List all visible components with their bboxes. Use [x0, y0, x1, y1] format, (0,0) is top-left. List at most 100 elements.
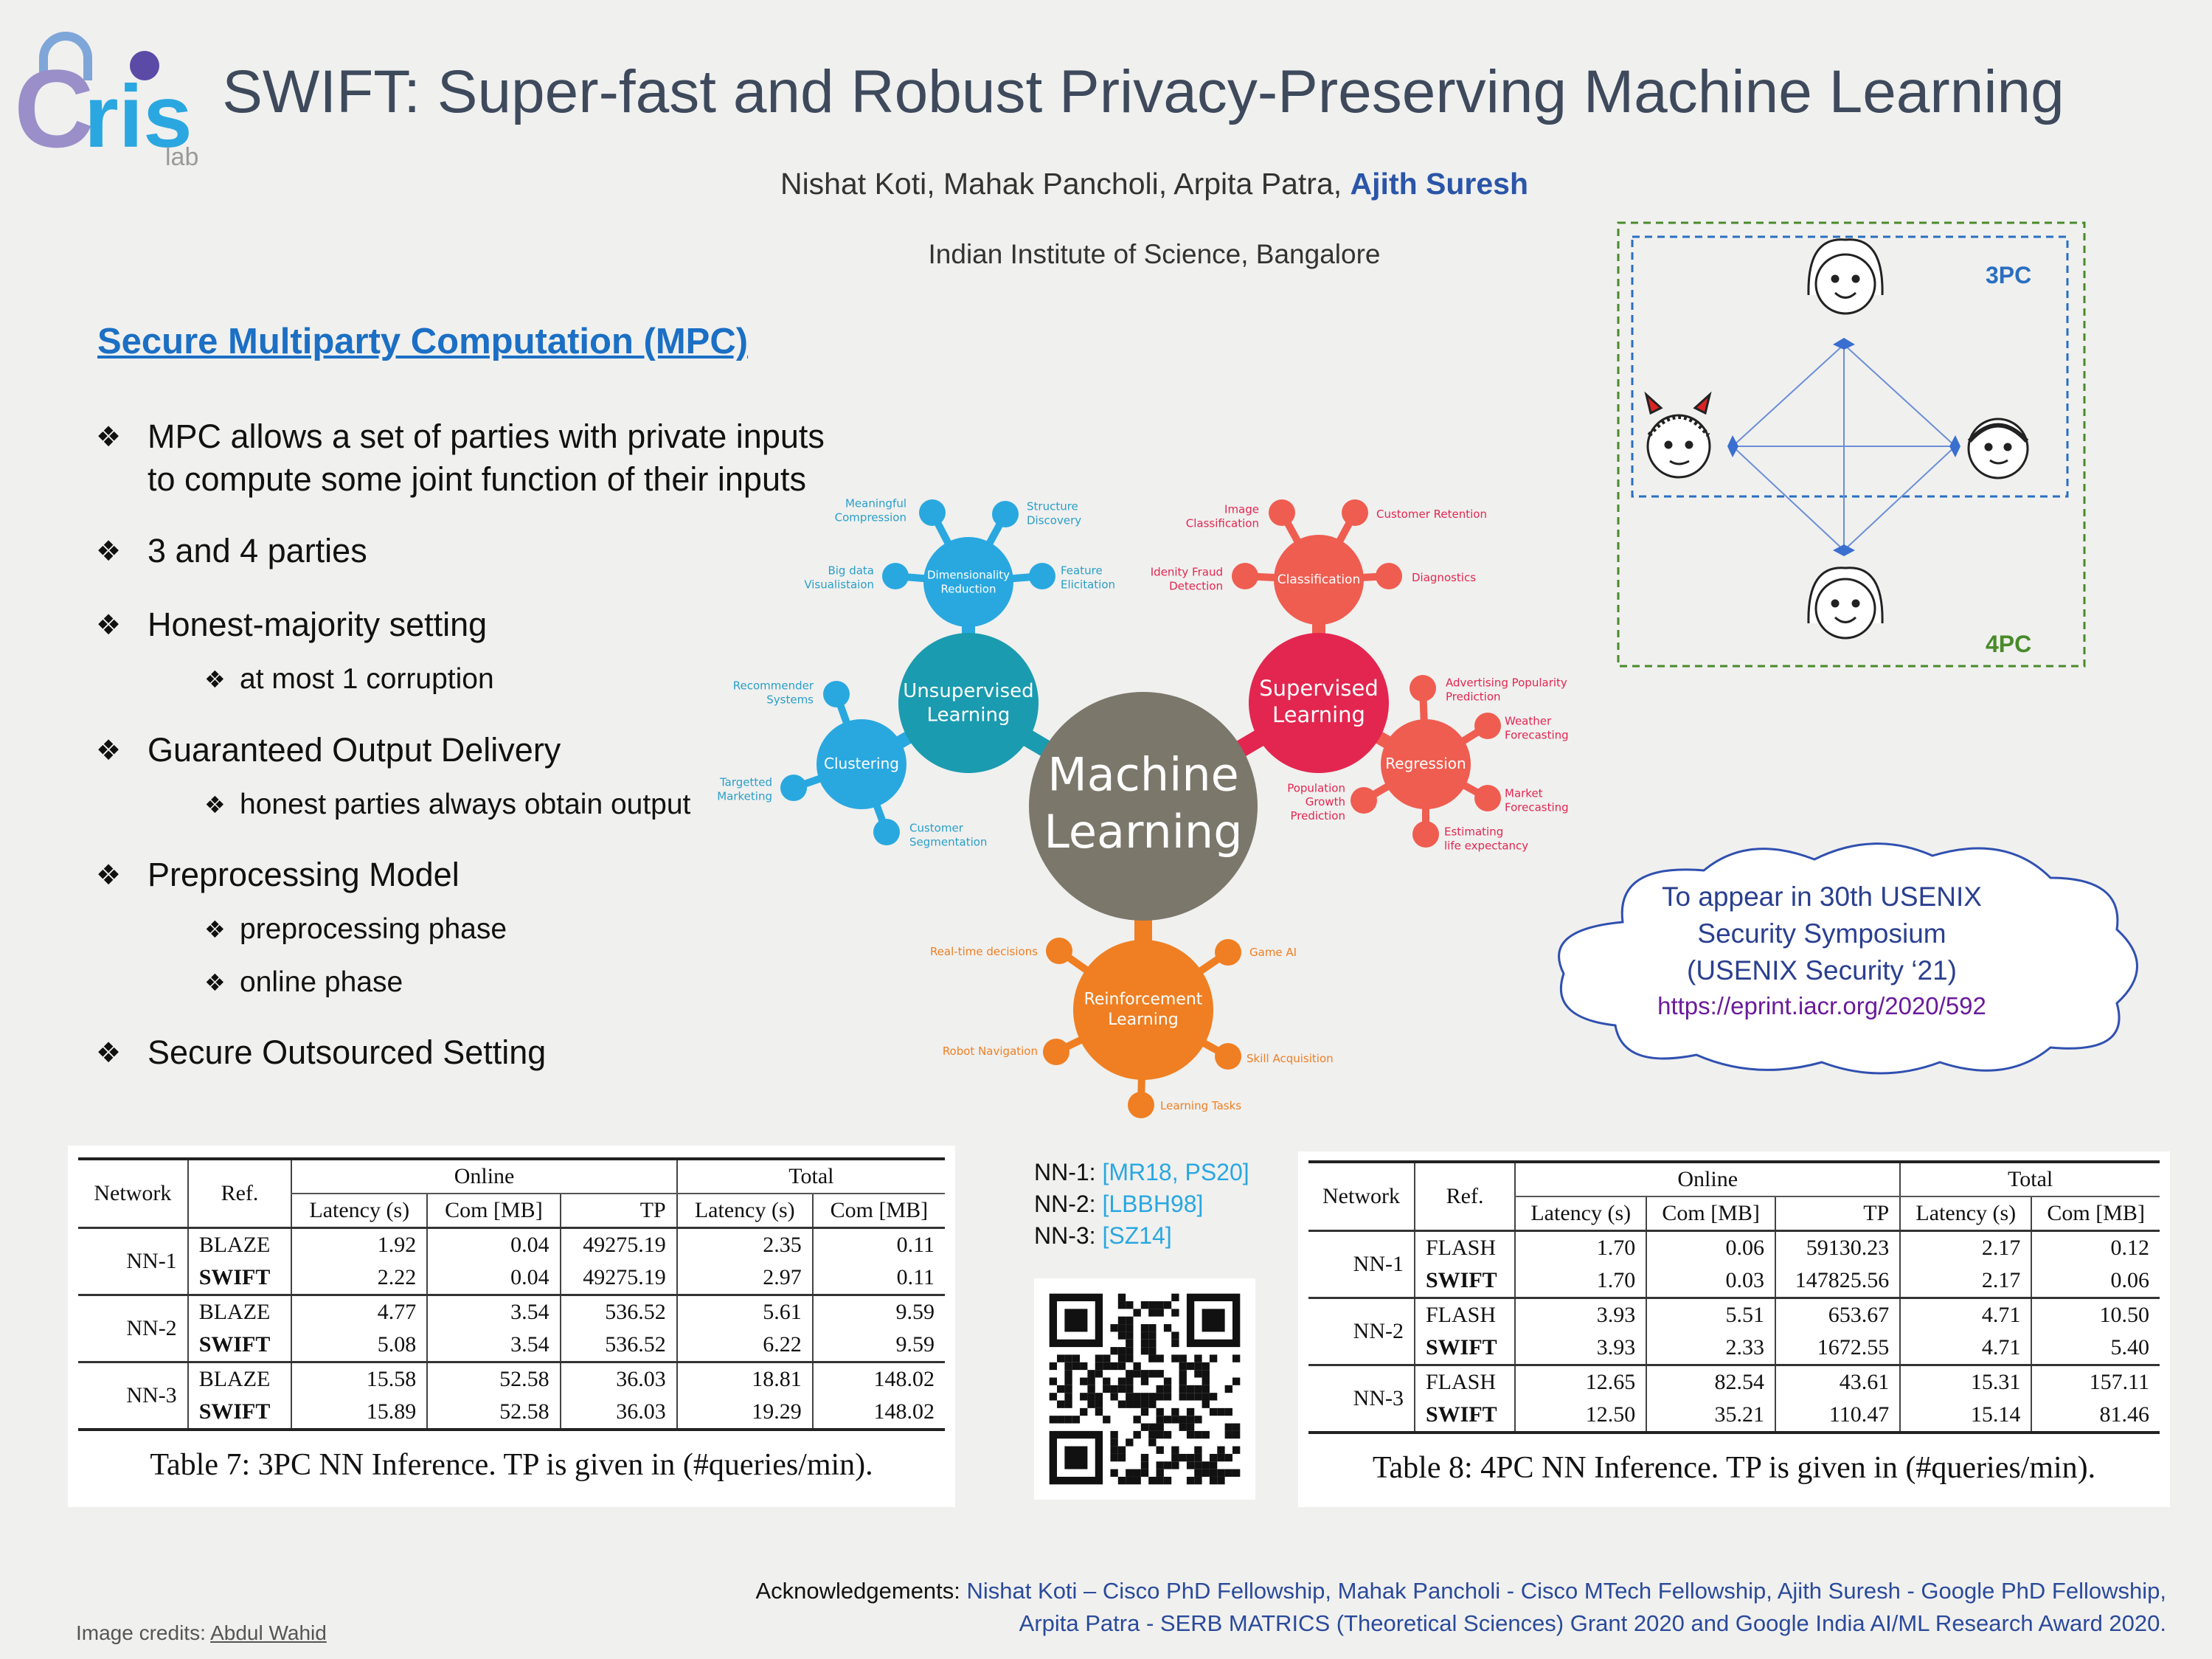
leaf-node: [873, 819, 900, 845]
value-cell: 0.06: [2031, 1264, 2160, 1298]
value-cell: 147825.56: [1774, 1264, 1901, 1298]
diamond-bullet-icon: ❖: [204, 665, 226, 693]
value-cell: 1672.55: [1774, 1331, 1901, 1365]
value-cell: 1.70: [1514, 1230, 1647, 1264]
value-cell: 49275.19: [559, 1227, 677, 1261]
bullet-preprocessing: ❖Preprocessing Model: [96, 853, 460, 896]
qr-code[interactable]: [1034, 1278, 1255, 1500]
citation-link[interactable]: [LBBH98]: [1102, 1191, 1204, 1217]
network-cell: NN-3: [1353, 1386, 1404, 1410]
leaf-node: [1029, 563, 1055, 589]
value-cell: 148.02: [811, 1362, 945, 1396]
cloud-line: (USENIX Security ‘21): [1687, 955, 1957, 986]
diamond-bullet-icon: ❖: [96, 609, 122, 641]
leaf-node: [1474, 713, 1501, 739]
citation-link[interactable]: [SZ14]: [1102, 1222, 1172, 1249]
leaf-node: [1046, 938, 1072, 964]
value-cell: 43.61: [1774, 1365, 1901, 1399]
leaf-label: Learning Tasks: [1160, 1099, 1241, 1112]
hub-node-clu: [817, 719, 906, 809]
value-cell: 2.97: [676, 1261, 813, 1295]
svg-text:ris: ris: [84, 67, 193, 166]
col-total: Total: [1899, 1162, 2160, 1197]
ack-line: Arpita Patra - SERB MATRICS (Theoretical…: [1019, 1610, 2166, 1636]
leaf-node: [1410, 675, 1436, 702]
value-cell: 157.11: [2031, 1365, 2160, 1399]
party-connections: [1732, 344, 1956, 551]
credits-link[interactable]: Abdul Wahid: [210, 1621, 327, 1644]
eprint-link[interactable]: https://eprint.iacr.org/2020/592: [1657, 992, 1986, 1019]
value-cell: 59130.23: [1774, 1230, 1901, 1264]
4pc-boundary: [1617, 221, 2086, 668]
bullet-text: Secure Outsourced Setting: [148, 1033, 547, 1071]
ref-cell: SWIFT: [187, 1329, 292, 1362]
presenting-author: Ajith Suresh: [1350, 167, 1529, 201]
value-cell: 3.93: [1514, 1298, 1647, 1331]
ref-cell: FLASH: [1413, 1298, 1516, 1331]
ref-cell: FLASH: [1413, 1365, 1516, 1399]
col-header: Com [MB]: [426, 1194, 561, 1228]
3pc-boundary: [1631, 235, 2069, 498]
value-cell: 52.58: [426, 1362, 561, 1396]
value-cell: 0.03: [1646, 1264, 1775, 1298]
ref-cell: SWIFT: [187, 1261, 292, 1295]
col-header: Com [MB]: [811, 1194, 945, 1228]
value-cell: 35.21: [1646, 1399, 1775, 1433]
network-cell: NN-2: [1353, 1319, 1404, 1343]
value-cell: 2.17: [1899, 1230, 2032, 1264]
ack-line: Nishat Koti – Cisco PhD Fellowship, Maha…: [966, 1578, 2166, 1604]
diamond-bullet-icon: ❖: [204, 915, 226, 943]
citation-link[interactable]: [MR18, PS20]: [1102, 1159, 1249, 1185]
hub-node-cla: [1274, 535, 1364, 625]
col-ref: Ref.: [1413, 1162, 1516, 1231]
svg-text:lab: lab: [165, 143, 198, 169]
leaf-label: Skill Acquisition: [1247, 1052, 1334, 1065]
sub-bullet: ❖at most 1 corruption: [204, 658, 494, 701]
hub-label: Clustering: [824, 755, 899, 772]
party-face-top-icon: [1807, 238, 1884, 315]
diamond-bullet-icon: ❖: [96, 859, 122, 891]
leaf-node: [992, 501, 1019, 527]
nn-ref: NN-2: [LBBH98]: [1034, 1191, 1204, 1217]
value-cell: 653.67: [1774, 1298, 1901, 1331]
leaf-node: [1215, 1043, 1241, 1070]
party-node: [1833, 544, 1855, 556]
value-cell: 81.46: [2031, 1399, 2160, 1433]
sub-bullet: ❖preprocessing phase: [204, 908, 507, 951]
hub-node-dim: [923, 537, 1013, 627]
value-cell: 49275.19: [559, 1261, 677, 1295]
ref-cell: SWIFT: [1413, 1331, 1516, 1365]
value-cell: 18.81: [676, 1362, 813, 1396]
col-header: Latency (s): [291, 1194, 428, 1228]
value-cell: 9.59: [811, 1295, 945, 1329]
diamond-bullet-icon: ❖: [96, 420, 122, 453]
party-face-devil-icon: [1644, 391, 1712, 479]
value-cell: 1.92: [291, 1227, 428, 1261]
value-cell: 536.52: [559, 1329, 677, 1362]
col-online: Online: [291, 1159, 677, 1194]
network-cell: NN-1: [1353, 1252, 1404, 1276]
party-face-right-icon: [1967, 418, 2029, 479]
ref-cell: SWIFT: [1413, 1264, 1516, 1298]
table-caption: Table 7: 3PC NN Inference. TP is given i…: [150, 1448, 873, 1482]
bullet-parties: ❖3 and 4 parties: [96, 530, 367, 572]
ref-cell: BLAZE: [187, 1227, 292, 1261]
hub-node-reg: [1381, 719, 1471, 809]
value-cell: 15.14: [1899, 1399, 2032, 1433]
nn-ref: NN-3: [SZ14]: [1034, 1222, 1172, 1249]
value-cell: 82.54: [1646, 1365, 1775, 1399]
